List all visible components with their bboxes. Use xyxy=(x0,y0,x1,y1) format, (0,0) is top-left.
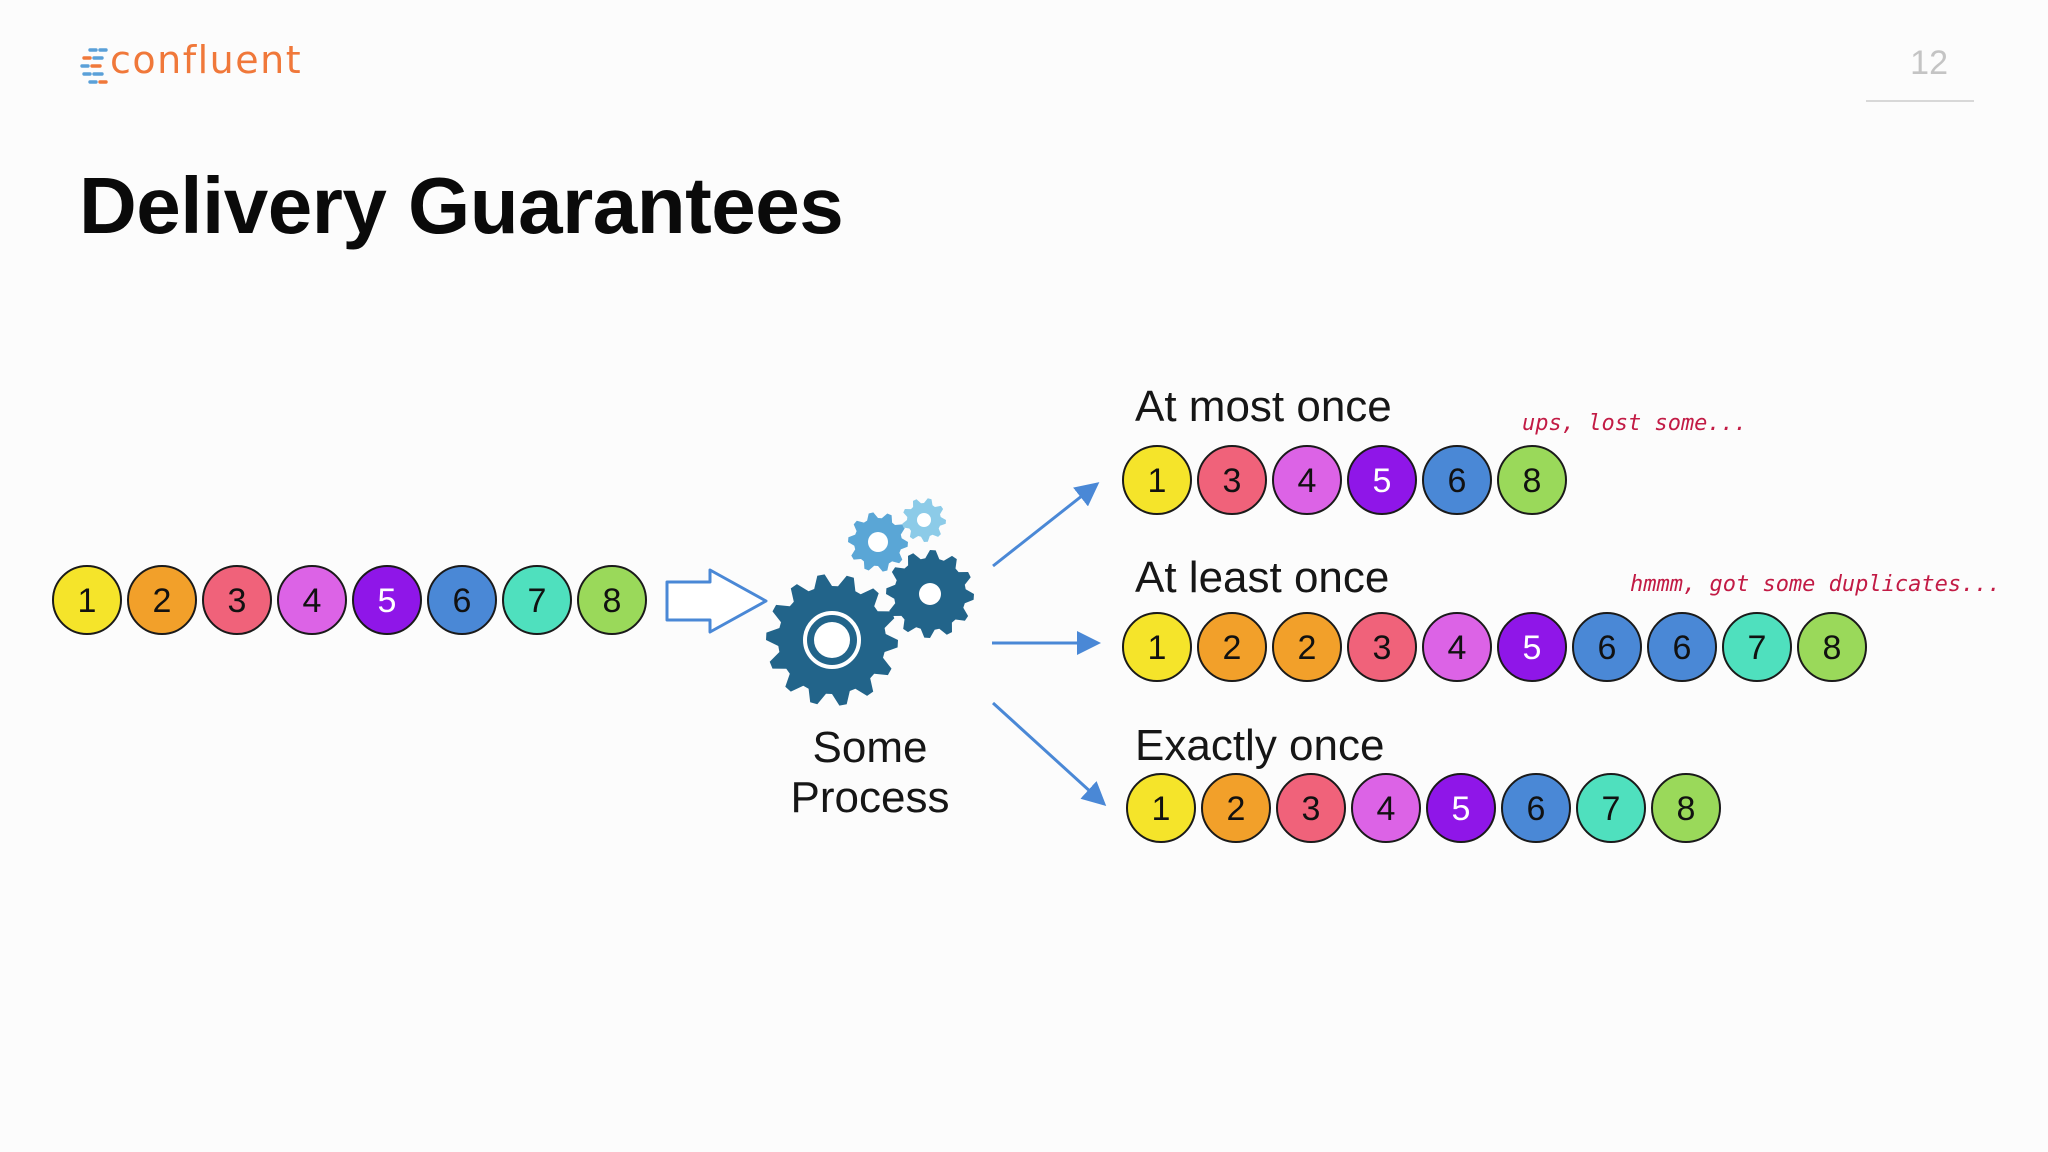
gears-icon xyxy=(766,498,974,706)
message-number: 7 xyxy=(528,582,547,620)
process-label-line2: Process xyxy=(790,773,950,822)
message-number: 3 xyxy=(1223,462,1242,500)
message-number: 3 xyxy=(228,582,247,620)
message-ball xyxy=(202,565,272,635)
arrow-exactly-once xyxy=(991,701,1107,807)
message-number: 6 xyxy=(1673,629,1692,667)
message-ball xyxy=(1347,445,1417,515)
message-ball xyxy=(1497,612,1567,682)
message-ball xyxy=(1122,612,1192,682)
process-label-line1: Some xyxy=(812,723,928,772)
output-sequence-at-least-once: 1 2 2 3 4 5 6 6 7 8 xyxy=(1122,612,1867,682)
message-number: 4 xyxy=(1377,790,1396,828)
hollow-arrow-icon xyxy=(665,568,768,634)
message-number: 5 xyxy=(1452,790,1471,828)
message-ball xyxy=(1201,773,1271,843)
message-number: 3 xyxy=(1373,629,1392,667)
message-ball xyxy=(1497,445,1567,515)
message-ball xyxy=(1651,773,1721,843)
message-number: 4 xyxy=(303,582,322,620)
message-number: 4 xyxy=(1298,462,1317,500)
message-ball xyxy=(577,565,647,635)
message-ball xyxy=(1572,612,1642,682)
message-ball xyxy=(52,565,122,635)
message-ball xyxy=(277,565,347,635)
output-sequence-exactly-once: 1 2 3 4 5 6 7 8 xyxy=(1126,773,1721,843)
message-number: 3 xyxy=(1302,790,1321,828)
message-number: 6 xyxy=(1448,462,1467,500)
message-number: 6 xyxy=(1598,629,1617,667)
message-number: 5 xyxy=(1373,462,1392,500)
slide-title: Delivery Guarantees xyxy=(79,161,844,250)
message-ball xyxy=(1347,612,1417,682)
message-number: 1 xyxy=(1148,462,1167,500)
message-number: 2 xyxy=(1223,629,1242,667)
small-gear-icon xyxy=(848,512,908,572)
message-number: 8 xyxy=(1677,790,1696,828)
message-ball xyxy=(127,565,197,635)
message-number: 7 xyxy=(1602,790,1621,828)
message-ball xyxy=(1276,773,1346,843)
message-ball xyxy=(352,565,422,635)
note-at-least-once: hmmm, got some duplicates... xyxy=(1630,572,2001,597)
input-sequence: 1 2 3 4 5 6 7 8 xyxy=(52,565,647,635)
message-number: 4 xyxy=(1448,629,1467,667)
message-number: 8 xyxy=(603,582,622,620)
message-number: 2 xyxy=(1298,629,1317,667)
label-at-least-once: At least once xyxy=(1135,553,1390,602)
message-number: 5 xyxy=(1523,629,1542,667)
message-ball xyxy=(1422,612,1492,682)
medium-gear-icon xyxy=(886,550,974,638)
message-ball xyxy=(1122,445,1192,515)
page-number: 12 xyxy=(1910,44,1948,82)
message-number: 5 xyxy=(378,582,397,620)
label-at-most-once: At most once xyxy=(1135,382,1392,431)
message-number: 7 xyxy=(1748,629,1767,667)
message-ball xyxy=(1426,773,1496,843)
message-number: 1 xyxy=(1152,790,1171,828)
large-gear-icon xyxy=(766,574,898,706)
message-number: 6 xyxy=(453,582,472,620)
message-number: 6 xyxy=(1527,790,1546,828)
arrow-at-most-once xyxy=(992,482,1100,568)
message-ball xyxy=(1501,773,1571,843)
message-number: 2 xyxy=(1227,790,1246,828)
brand-name: confluent xyxy=(110,38,303,82)
message-ball xyxy=(1272,445,1342,515)
message-ball xyxy=(1647,612,1717,682)
message-ball xyxy=(1197,612,1267,682)
message-ball xyxy=(1126,773,1196,843)
message-ball xyxy=(1576,773,1646,843)
page-number-underline xyxy=(1866,100,1974,102)
message-number: 2 xyxy=(153,582,172,620)
message-ball xyxy=(1272,612,1342,682)
note-at-most-once: ups, lost some... xyxy=(1522,411,1748,436)
message-ball xyxy=(427,565,497,635)
message-number: 8 xyxy=(1523,462,1542,500)
message-number: 8 xyxy=(1823,629,1842,667)
output-sequence-at-most-once: 1 3 4 5 6 8 xyxy=(1122,445,1567,515)
message-number: 1 xyxy=(78,582,97,620)
message-ball xyxy=(502,565,572,635)
message-ball xyxy=(1422,445,1492,515)
message-ball xyxy=(1351,773,1421,843)
tiny-gear-icon xyxy=(902,498,946,542)
message-ball xyxy=(1197,445,1267,515)
message-ball xyxy=(1797,612,1867,682)
message-ball xyxy=(1722,612,1792,682)
message-number: 1 xyxy=(1148,629,1167,667)
label-exactly-once: Exactly once xyxy=(1135,721,1385,770)
process-label: Some Process xyxy=(770,723,970,823)
confluent-mark-icon xyxy=(80,48,108,84)
